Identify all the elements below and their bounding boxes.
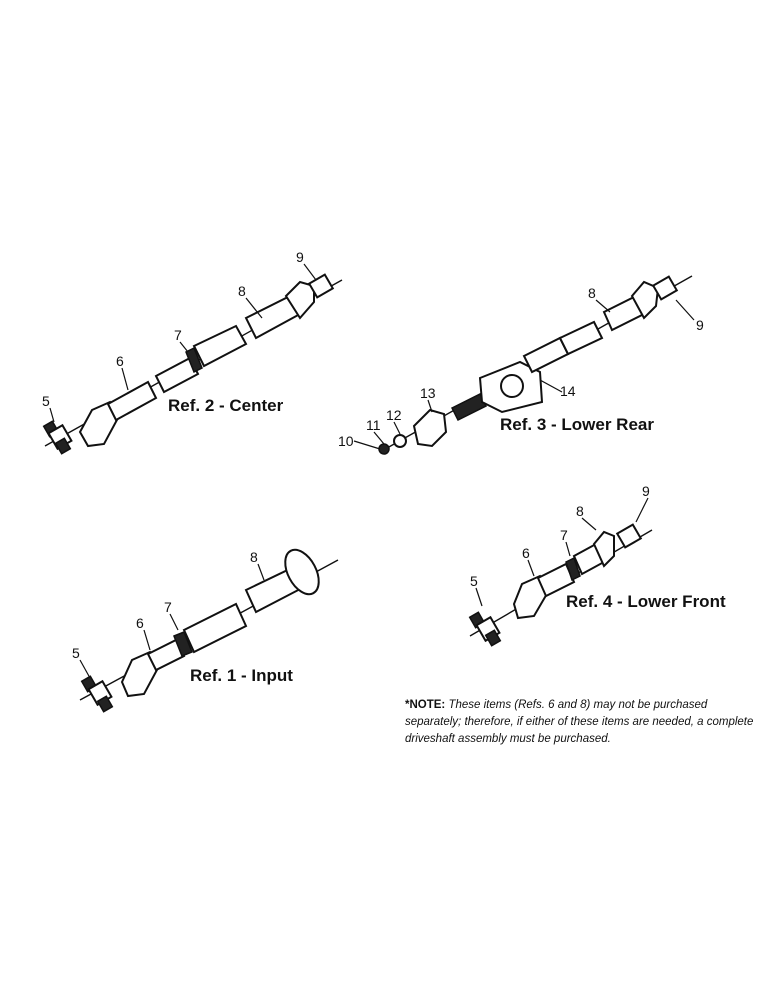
- lower-front-u-joint-cross-9: [615, 523, 643, 549]
- center-slip-sleeve: [192, 324, 248, 368]
- callout-lower-front-8: 8: [576, 503, 584, 519]
- callout-input-5: 5: [72, 645, 80, 661]
- callout-center-9: 9: [296, 249, 304, 265]
- lower-front-tube: [536, 562, 576, 598]
- callout-center-8: 8: [238, 283, 246, 299]
- lower-rear-bearing: [500, 374, 524, 398]
- title-lower-front: Ref. 4 - Lower Front: [566, 592, 726, 611]
- center-slip-ring: [185, 346, 203, 374]
- note-text: These items (Refs. 6 and 8) may not be p…: [405, 699, 754, 745]
- center-u-joint-cross: [42, 420, 73, 455]
- callouts-lower-front: 5 6 7 8 9: [470, 483, 650, 589]
- lower-rear-end-yoke: [630, 280, 660, 320]
- callout-lower-rear-11: 11: [366, 417, 381, 433]
- lower-rear-tube: [522, 336, 570, 374]
- callout-lower-front-7: 7: [560, 527, 568, 543]
- callout-input-6: 6: [136, 615, 144, 631]
- callout-lower-rear-9: 9: [696, 317, 704, 333]
- center-tube-6: [106, 380, 158, 422]
- callout-lower-front-9: 9: [642, 483, 650, 499]
- lower-rear-washer: [393, 434, 407, 448]
- callout-center-5: 5: [42, 393, 50, 409]
- callout-lower-rear-12: 12: [386, 407, 402, 423]
- input-assembly: [79, 548, 339, 713]
- callout-lower-rear-10: 10: [338, 433, 354, 449]
- callout-lower-front-6: 6: [522, 545, 530, 561]
- callout-center-7: 7: [174, 327, 182, 343]
- lower-front-assembly: [468, 523, 653, 647]
- callout-lower-rear-8: 8: [588, 285, 596, 301]
- input-slip-ring: [173, 631, 193, 657]
- center-u-joint-cross-9: [307, 273, 335, 299]
- callout-lower-rear-13: 13: [420, 385, 436, 401]
- title-lower-rear: Ref. 3 - Lower Rear: [500, 415, 654, 434]
- callouts-center: 5 6 7 8 9: [42, 249, 304, 409]
- center-end-yoke: [284, 280, 315, 320]
- title-input: Ref. 1 - Input: [190, 666, 293, 685]
- input-flange: [284, 548, 320, 596]
- input-u-joint-cross: [80, 675, 114, 713]
- lower-front-u-joint-cross: [468, 611, 502, 647]
- purchase-note: *NOTE: These items (Refs. 6 and 8) may n…: [405, 697, 755, 748]
- note-label: *NOTE:: [405, 699, 446, 711]
- input-slip-sleeve: [182, 602, 248, 654]
- callout-input-7: 7: [164, 599, 172, 615]
- center-assembly: [42, 273, 343, 455]
- title-center: Ref. 2 - Center: [168, 396, 284, 415]
- callout-lower-rear-14: 14: [560, 383, 576, 399]
- center-tube-7: [154, 356, 200, 394]
- lower-front-slip-ring: [565, 556, 581, 582]
- leader-lines: [49, 263, 695, 679]
- lower-rear-splined-shaft: [450, 392, 488, 422]
- lower-rear-assembly: [378, 275, 693, 455]
- callouts-input: 5 6 7 8: [72, 549, 258, 661]
- callout-lower-front-5: 5: [470, 573, 478, 589]
- lower-rear-flange-yoke: [412, 408, 448, 448]
- lower-rear-sleeve: [558, 320, 604, 356]
- callout-input-8: 8: [250, 549, 258, 565]
- callouts-lower-rear: 8 9 10 11 12 13 14: [338, 285, 704, 449]
- lower-rear-nut: [378, 443, 390, 455]
- lower-front-end-yoke: [592, 530, 615, 568]
- callout-center-6: 6: [116, 353, 124, 369]
- lower-rear-u-joint-cross: [651, 275, 679, 301]
